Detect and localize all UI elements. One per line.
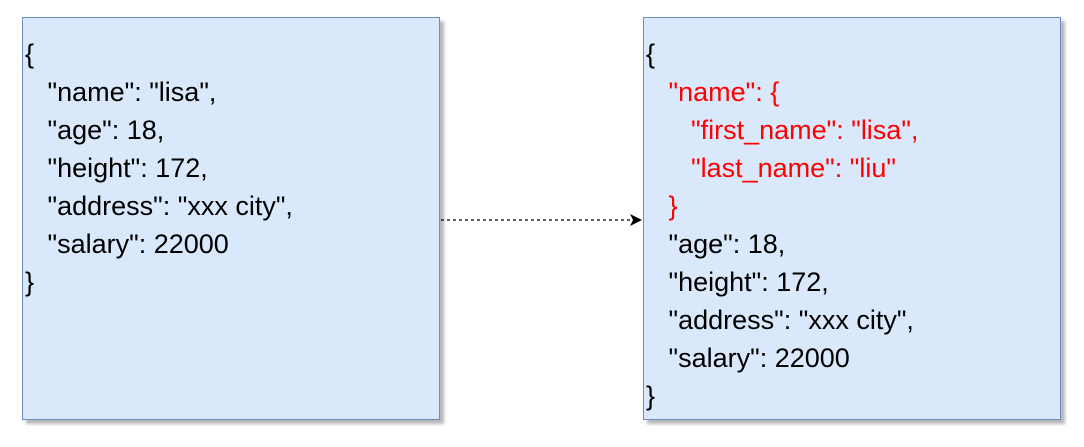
json-line: "salary": 22000 (646, 343, 850, 373)
json-line: { (646, 39, 656, 69)
json-line: { (25, 39, 35, 69)
json-line: } (25, 267, 35, 297)
original-json-box: { "name": "lisa", "age": 18, "height": 1… (22, 17, 440, 420)
json-line: "height": 172, (646, 267, 829, 297)
json-line-highlighted: } (646, 191, 678, 221)
arrowhead (630, 214, 642, 226)
json-line: "address": "xxx city", (25, 191, 293, 221)
json-line-highlighted: "first_name": "lisa", (646, 115, 919, 145)
json-line: "height": 172, (25, 153, 208, 183)
json-line-highlighted: "last_name": "liu" (646, 153, 896, 183)
json-line: "name": "lisa", (25, 77, 217, 107)
json-line: "age": 18, (25, 115, 165, 145)
json-line: "address": "xxx city", (646, 305, 914, 335)
json-line: "salary": 22000 (25, 229, 229, 259)
json-line: } (646, 381, 656, 411)
json-line-highlighted: "name": { (646, 77, 780, 107)
nested-json-box: { "name": { "first_name": "lisa", "last_… (643, 17, 1061, 420)
json-line: "age": 18, (646, 229, 786, 259)
